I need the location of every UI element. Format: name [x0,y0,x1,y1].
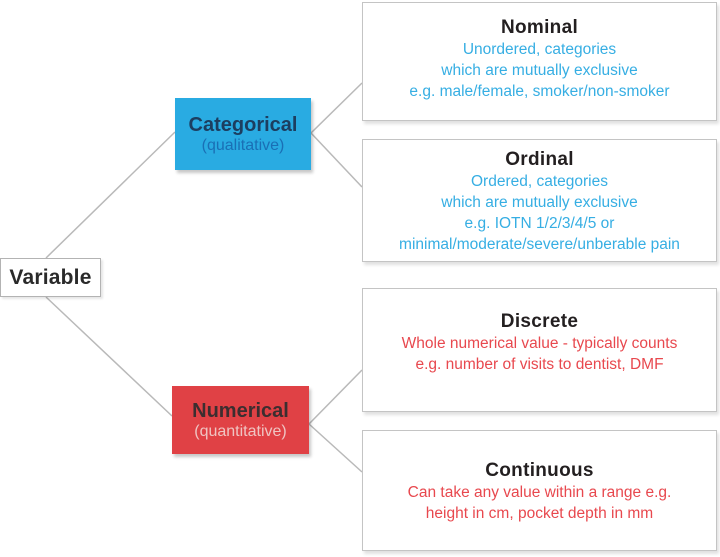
connector-numerical-continuous [308,423,363,473]
node-categorical: Categorical (qualitative) [175,98,311,170]
node-nominal: Nominal Unordered, categories which are … [362,2,717,121]
node-discrete: Discrete Whole numerical value - typical… [362,288,717,412]
node-continuous-title: Continuous [485,460,594,481]
connector-numerical-discrete [308,369,363,425]
connector-variable-numerical [45,296,173,417]
connector-variable-categorical [45,131,176,259]
node-nominal-line: Unordered, categories [462,41,617,58]
node-ordinal-title: Ordinal [505,149,574,170]
node-ordinal-line: Ordered, categories [471,173,608,190]
node-ordinal-line: minimal/moderate/severe/unberable pain [399,236,680,253]
node-variable-label: Variable [9,265,92,289]
node-numerical-label: Numerical [192,399,289,422]
node-numerical-sublabel: (quantitative) [194,422,287,440]
node-nominal-line: which are mutually exclusive [441,62,638,79]
node-ordinal: Ordinal Ordered, categories which are mu… [362,139,717,262]
node-discrete-line: e.g. number of visits to dentist, DMF [415,356,664,373]
node-continuous-line: Can take any value within a range e.g. [407,484,672,501]
connector-categorical-ordinal [310,132,363,188]
node-continuous: Continuous Can take any value within a r… [362,430,717,551]
node-discrete-line: Whole numerical value - typically counts [401,335,678,352]
node-ordinal-line: which are mutually exclusive [441,194,638,211]
node-categorical-label: Categorical [188,113,298,136]
node-nominal-title: Nominal [500,17,579,38]
node-categorical-sublabel: (qualitative) [201,136,285,154]
node-nominal-line: e.g. male/female, smoker/non-smoker [409,83,670,100]
node-discrete-title: Discrete [500,311,579,332]
node-numerical: Numerical (quantitative) [172,386,309,454]
connector-categorical-nominal [310,82,363,134]
node-continuous-line: height in cm, pocket depth in mm [425,505,654,522]
node-ordinal-line: e.g. IOTN 1/2/3/4/5 or [464,215,615,232]
node-variable: Variable [0,258,101,297]
